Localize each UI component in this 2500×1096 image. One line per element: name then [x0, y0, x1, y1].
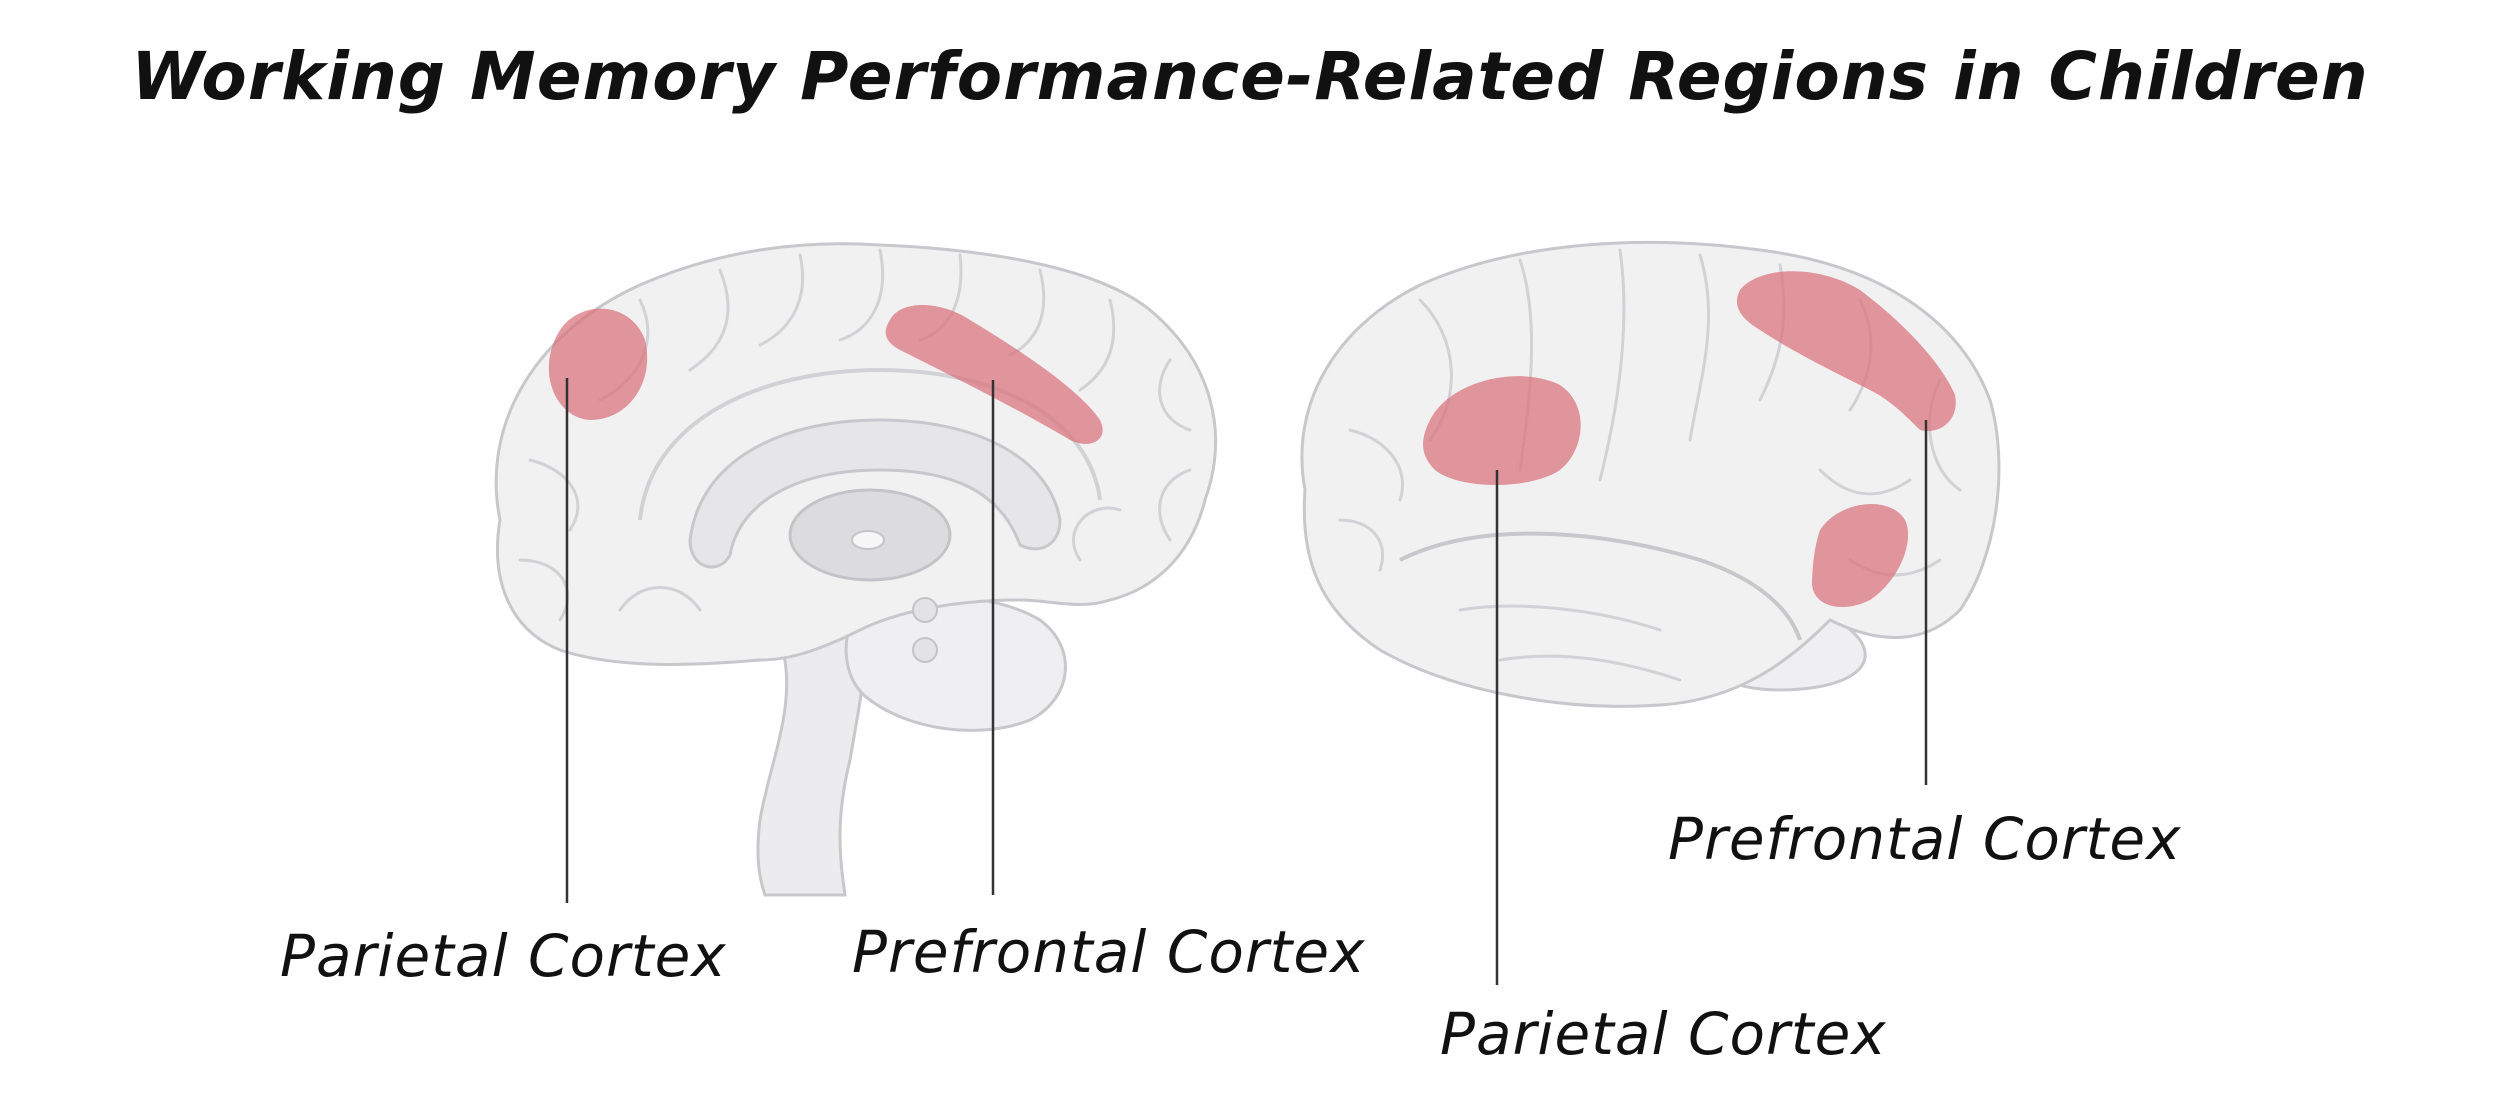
label-parietal-cortex-medial: Parietal Cortex: [280, 922, 727, 990]
lateral-brain-view: [1300, 240, 2001, 985]
medial-brain-view: [494, 242, 1217, 903]
label-prefrontal-cortex-lateral: Prefrontal Cortex: [1668, 805, 2182, 873]
brainstem: [756, 628, 866, 897]
lateral-prefrontal-highlight: [1736, 271, 1956, 431]
lateral-ventral-prefrontal-highlight: [1811, 503, 1909, 608]
lateral-parietal-highlight: [1423, 376, 1581, 485]
lateral-hemisphere: [1300, 240, 2001, 708]
corpus-callosum: [688, 418, 1062, 569]
medial-prefrontal-highlight: [885, 305, 1103, 444]
medial-parietal-highlight: [548, 308, 648, 420]
label-parietal-cortex-lateral: Parietal Cortex: [1440, 1000, 1887, 1068]
diagram-title: Working Memory Performance-Related Regio…: [131, 38, 2369, 115]
label-prefrontal-cortex-medial: Prefrontal Cortex: [852, 918, 1366, 986]
